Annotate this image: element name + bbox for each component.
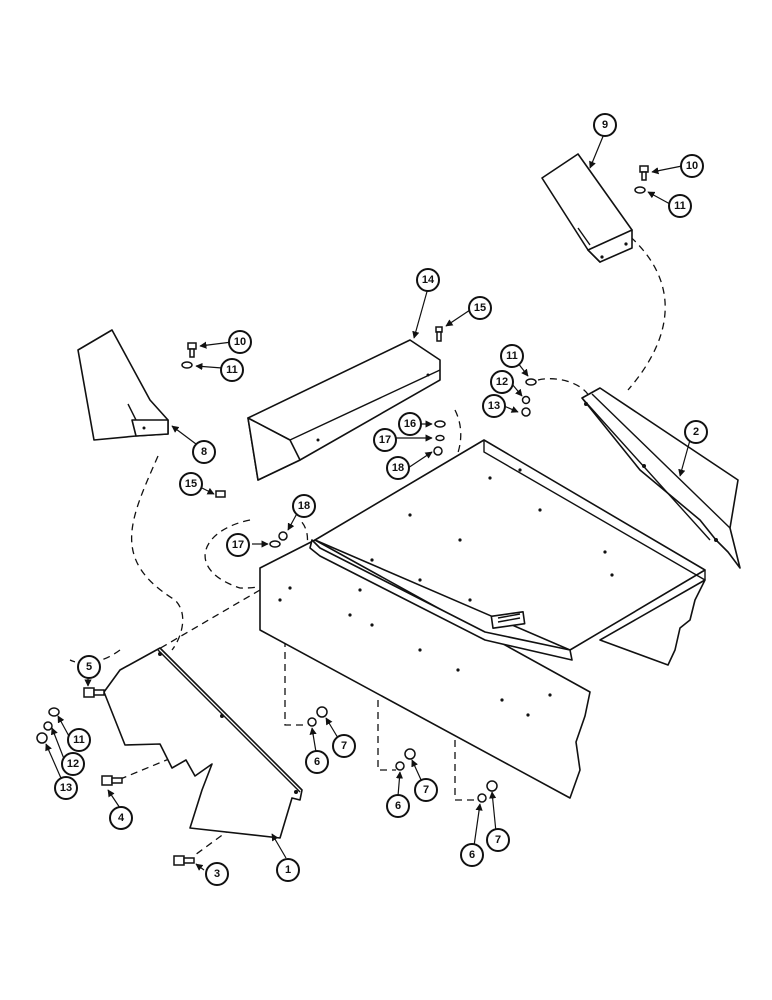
svg-text:13: 13 bbox=[60, 782, 72, 794]
callout-3: 3 bbox=[205, 862, 229, 886]
svg-text:8: 8 bbox=[201, 446, 207, 458]
svg-text:16: 16 bbox=[404, 418, 416, 430]
svg-text:10: 10 bbox=[234, 336, 246, 348]
svg-text:10: 10 bbox=[686, 160, 698, 172]
alignment-lines bbox=[69, 221, 666, 856]
callout-6c: 6 bbox=[460, 843, 484, 867]
svg-text:9: 9 bbox=[602, 119, 608, 131]
svg-text:17: 17 bbox=[379, 434, 391, 446]
svg-text:17: 17 bbox=[232, 539, 244, 551]
svg-text:13: 13 bbox=[488, 400, 500, 412]
bracket-8 bbox=[77, 329, 169, 441]
svg-text:5: 5 bbox=[86, 661, 92, 673]
callout-18b: 18 bbox=[292, 494, 316, 518]
svg-text:6: 6 bbox=[395, 800, 401, 812]
main-frame bbox=[259, 439, 706, 799]
hardware bbox=[36, 165, 649, 866]
svg-text:18: 18 bbox=[298, 500, 310, 512]
svg-text:2: 2 bbox=[693, 426, 699, 438]
svg-text:7: 7 bbox=[341, 740, 347, 752]
svg-text:11: 11 bbox=[674, 200, 686, 212]
svg-text:14: 14 bbox=[422, 274, 435, 286]
callouts: 1 2 3 4 5 6 7 6 7 6 7 8 9 10 11 10 11 11… bbox=[54, 113, 708, 886]
callout-10b: 10 bbox=[228, 330, 252, 354]
svg-text:11: 11 bbox=[506, 350, 518, 362]
callout-4: 4 bbox=[109, 806, 133, 830]
svg-text:6: 6 bbox=[469, 849, 475, 861]
callout-9: 9 bbox=[593, 113, 617, 137]
svg-text:7: 7 bbox=[423, 784, 429, 796]
svg-text:15: 15 bbox=[474, 302, 486, 314]
svg-text:11: 11 bbox=[226, 364, 238, 376]
callout-16: 16 bbox=[398, 412, 422, 436]
svg-text:15: 15 bbox=[185, 478, 197, 490]
callout-15a: 15 bbox=[468, 296, 492, 320]
callout-14: 14 bbox=[416, 268, 440, 292]
svg-text:7: 7 bbox=[495, 834, 501, 846]
callout-11a: 11 bbox=[668, 194, 692, 218]
callout-13b: 13 bbox=[54, 776, 78, 800]
bracket-9 bbox=[541, 153, 633, 263]
callout-2: 2 bbox=[684, 420, 708, 444]
svg-text:4: 4 bbox=[118, 812, 125, 824]
svg-text:11: 11 bbox=[73, 734, 85, 746]
callout-17a: 17 bbox=[373, 428, 397, 452]
channel-2 bbox=[581, 387, 741, 569]
svg-text:6: 6 bbox=[314, 756, 320, 768]
panel-1 bbox=[103, 647, 303, 839]
svg-text:12: 12 bbox=[496, 376, 508, 388]
callout-8: 8 bbox=[192, 440, 216, 464]
callout-11d: 11 bbox=[67, 728, 91, 752]
shield-14 bbox=[247, 339, 441, 481]
callout-6b: 6 bbox=[386, 794, 410, 818]
callout-7a: 7 bbox=[332, 734, 356, 758]
svg-text:3: 3 bbox=[214, 868, 220, 880]
callout-15b: 15 bbox=[179, 472, 203, 496]
callout-1: 1 bbox=[276, 858, 300, 882]
callout-11c: 11 bbox=[500, 344, 524, 368]
callout-7b: 7 bbox=[414, 778, 438, 802]
svg-text:12: 12 bbox=[67, 758, 79, 770]
svg-text:1: 1 bbox=[285, 864, 291, 876]
callout-18a: 18 bbox=[386, 456, 410, 480]
callout-12a: 12 bbox=[490, 370, 514, 394]
callout-5: 5 bbox=[77, 655, 101, 679]
callout-7c: 7 bbox=[486, 828, 510, 852]
callout-13a: 13 bbox=[482, 394, 506, 418]
callout-12b: 12 bbox=[61, 752, 85, 776]
callout-11b: 11 bbox=[220, 358, 244, 382]
callout-6a: 6 bbox=[305, 750, 329, 774]
svg-text:18: 18 bbox=[392, 462, 404, 474]
callout-17b: 17 bbox=[226, 533, 250, 557]
callout-10a: 10 bbox=[680, 154, 704, 178]
